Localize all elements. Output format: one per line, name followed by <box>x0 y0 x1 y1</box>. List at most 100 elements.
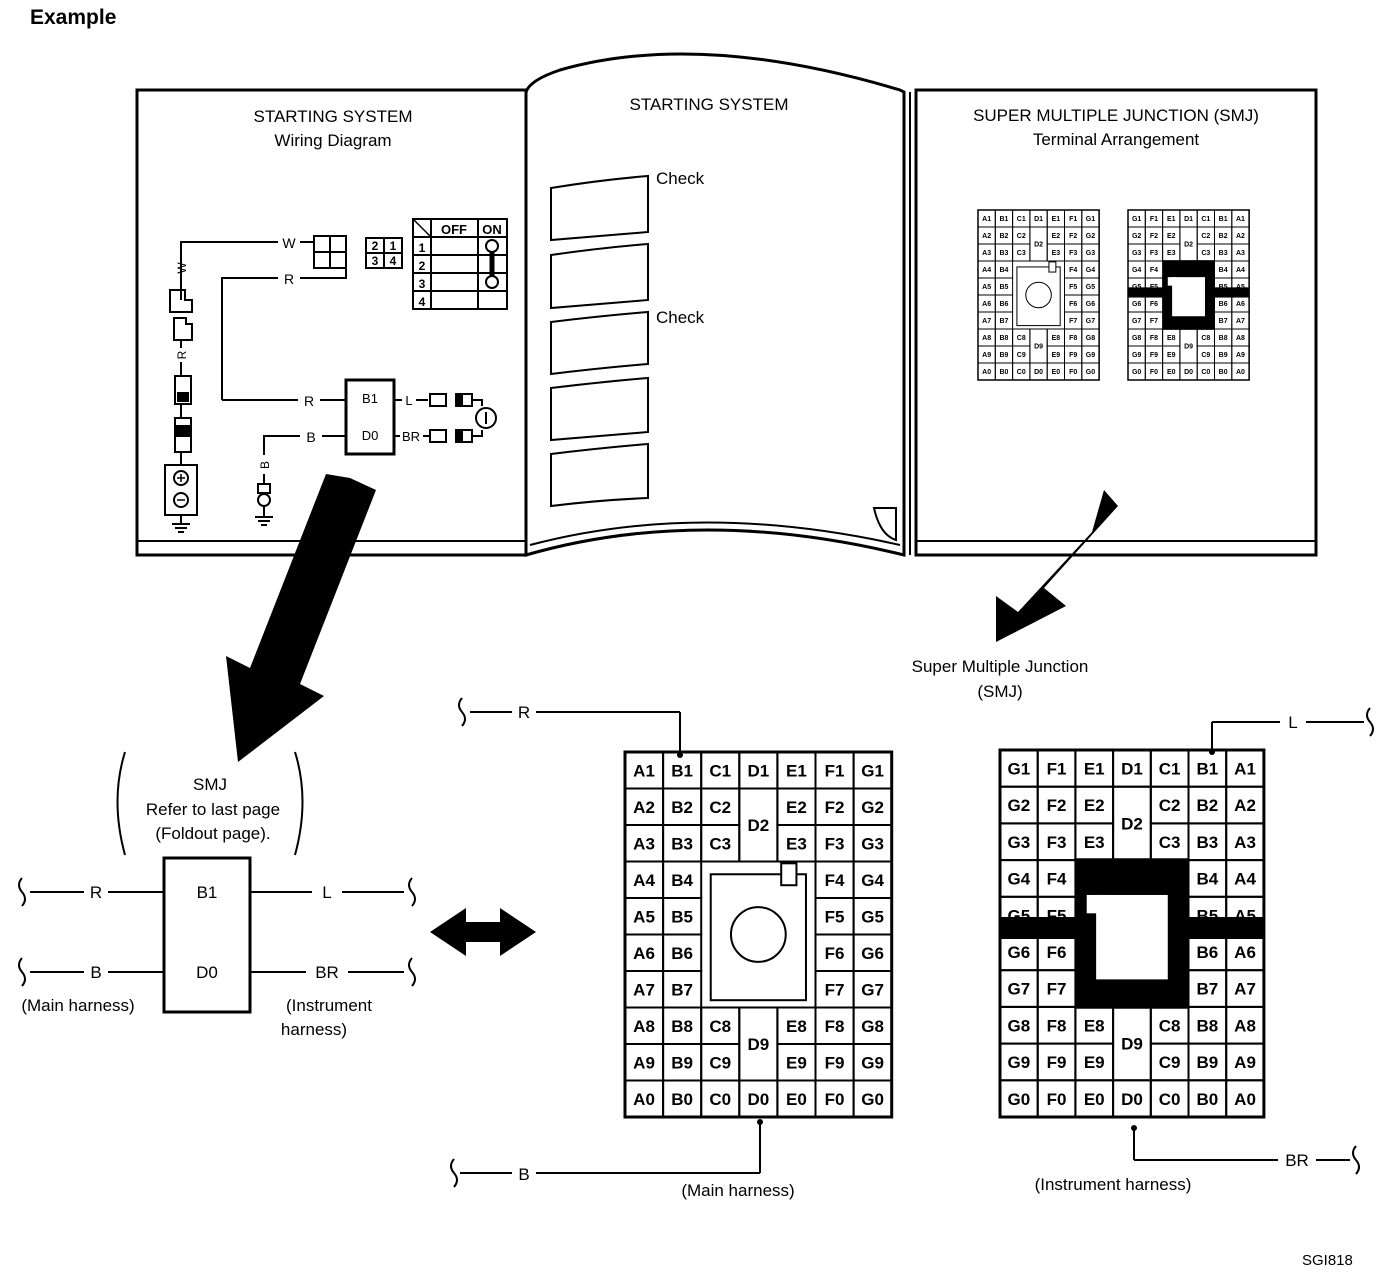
terminal-label: C2 <box>709 798 731 817</box>
mini-vwire-w: W <box>175 262 189 274</box>
terminal-label: C2 <box>1201 233 1210 240</box>
terminal-label: F0 <box>1150 369 1158 376</box>
terminal-label: G9 <box>861 1053 884 1072</box>
terminal-label: A3 <box>982 250 991 257</box>
terminal-label: A2 <box>982 233 991 240</box>
smj-symbol-title: SMJ <box>193 775 227 794</box>
terminal-label: A4 <box>982 267 991 274</box>
terminal-label: B3 <box>1196 833 1218 852</box>
inst-d0-dot <box>1131 1125 1137 1131</box>
switch-off-header: OFF <box>441 222 467 237</box>
terminal-label: A4 <box>1236 267 1245 274</box>
terminal-label: G5 <box>1086 284 1095 291</box>
terminal-label: B4 <box>999 267 1008 274</box>
terminal-label: F2 <box>1047 796 1067 815</box>
mini-smj-b1: B1 <box>362 391 378 406</box>
terminal-cell <box>1225 1079 1265 1119</box>
terminal-label: F5 <box>825 907 845 926</box>
terminal-label: B7 <box>1219 318 1228 325</box>
terminal-label: B3 <box>999 250 1008 257</box>
mini-pin-3: 3 <box>372 254 379 268</box>
terminal-label: D2 <box>1121 815 1143 834</box>
terminal-label: C0 <box>709 1090 731 1109</box>
terminal-label: A4 <box>1234 870 1256 889</box>
terminal-label: E8 <box>1084 1016 1105 1035</box>
terminal-label: E9 <box>1167 352 1176 359</box>
terminal-label: E2 <box>1084 796 1105 815</box>
terminal-label: B1 <box>671 761 693 780</box>
terminal-cell <box>700 824 741 863</box>
terminal-label: G8 <box>1008 1016 1031 1035</box>
terminal-label: A9 <box>633 1053 655 1072</box>
terminal-label: E3 <box>1052 250 1061 257</box>
terminal-label: E3 <box>1084 833 1105 852</box>
terminal-label: A8 <box>982 335 991 342</box>
terminal-label: G3 <box>1132 250 1141 257</box>
terminal-label: B4 <box>671 871 693 890</box>
terminal-label: F5 <box>1069 284 1077 291</box>
terminal-label: B6 <box>671 944 693 963</box>
terminal-label: F3 <box>825 834 845 853</box>
terminal-label: B9 <box>999 352 1008 359</box>
terminal-label: A1 <box>982 216 991 223</box>
terminal-label: G1 <box>1132 216 1141 223</box>
main-harness-caption: (Main harness) <box>681 1181 794 1200</box>
terminal-label: C1 <box>1017 216 1026 223</box>
check-boxes <box>550 174 649 508</box>
terminal-label: F9 <box>1047 1053 1067 1072</box>
terminal-label: F7 <box>825 980 845 999</box>
terminal-label: F4 <box>1069 267 1077 274</box>
terminal-label: G3 <box>1086 250 1095 257</box>
terminal-label: A6 <box>1236 301 1245 308</box>
terminal-label: F2 <box>1069 233 1077 240</box>
terminal-label: C9 <box>1017 352 1026 359</box>
terminal-label: A2 <box>1236 233 1245 240</box>
terminal-label: E2 <box>1167 233 1176 240</box>
terminal-label: B8 <box>999 335 1008 342</box>
example-label: Example <box>30 6 116 29</box>
right-page-title: SUPER MULTIPLE JUNCTION (SMJ) <box>973 106 1259 125</box>
terminal-label: E2 <box>786 798 807 817</box>
terminal-label: C8 <box>1159 1016 1181 1035</box>
down-left-arrow <box>226 474 376 762</box>
terminal-label: G1 <box>1086 216 1095 223</box>
terminal-label: G9 <box>1132 352 1141 359</box>
terminal-label: F2 <box>1150 233 1158 240</box>
terminal-label: G3 <box>1008 833 1031 852</box>
terminal-label: G4 <box>1132 267 1141 274</box>
terminal-label: G5 <box>861 907 884 926</box>
figure-code: SGI818 <box>1302 1252 1353 1269</box>
terminal-label: E0 <box>1084 1090 1105 1109</box>
terminal-label: F6 <box>1150 301 1158 308</box>
terminal-label: G0 <box>861 1090 884 1109</box>
terminal-label: F0 <box>1069 369 1077 376</box>
mini-wire-br: BR <box>402 429 420 444</box>
terminal-label: A6 <box>1234 943 1256 962</box>
smj-symbol-wire-r: R <box>90 883 102 902</box>
terminal-cell <box>852 1079 893 1118</box>
switch-row-4: 4 <box>419 295 426 309</box>
inst-wire-br: BR <box>1285 1151 1309 1170</box>
terminal-label: A9 <box>1234 1053 1256 1072</box>
terminal-label: E0 <box>1052 369 1061 376</box>
mini-vwire-b: B <box>258 461 272 469</box>
terminal-label: A7 <box>1236 318 1245 325</box>
terminal-label: B5 <box>999 284 1008 291</box>
main-wire-b: B <box>518 1165 529 1184</box>
down-arrow-right <box>996 490 1118 642</box>
inst-harness-caption: (Instrument harness) <box>1035 1175 1192 1194</box>
smj-symbol <box>18 751 416 1014</box>
terminal-cell <box>1081 362 1100 381</box>
terminal-label: B8 <box>671 1017 693 1036</box>
terminal-label: G2 <box>1008 796 1031 815</box>
smj-symbol-main-harness: (Main harness) <box>21 996 134 1015</box>
terminal-label: B7 <box>671 980 693 999</box>
terminal-label: A0 <box>982 369 991 376</box>
terminal-label: F2 <box>825 798 845 817</box>
terminal-label: B6 <box>1219 301 1228 308</box>
mini-wire-l: L <box>405 393 412 408</box>
mini-vwire-r: R <box>175 350 189 359</box>
terminal-label: F1 <box>1150 216 1158 223</box>
terminal-label: D9 <box>1184 344 1193 351</box>
